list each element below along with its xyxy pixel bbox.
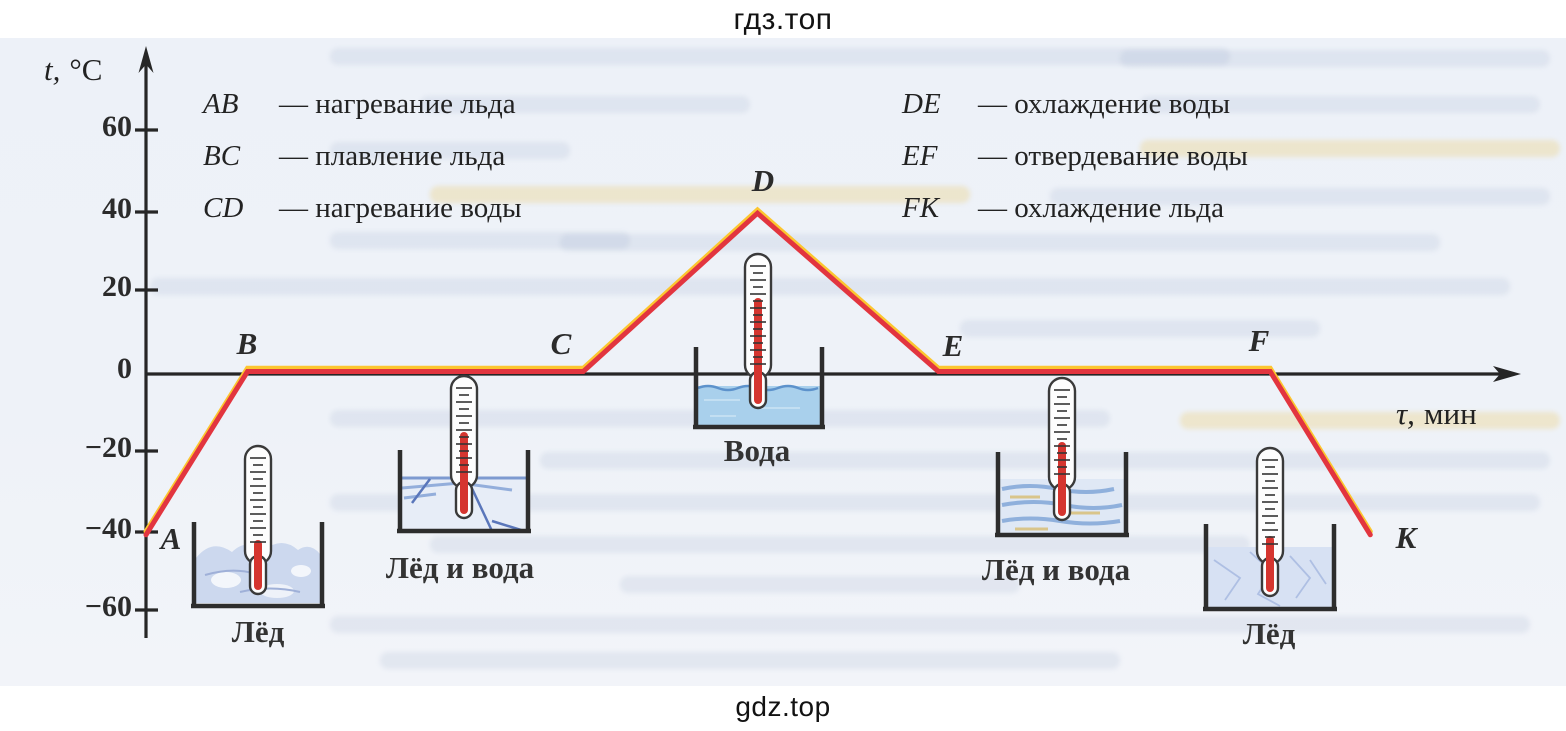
caption-water: Вода [723, 433, 791, 468]
caption-ice-right: Лёд [1242, 616, 1296, 651]
y-tick-20: 20 [102, 270, 132, 303]
y-axis-arrow-icon [138, 46, 154, 73]
y-tick-40: 40 [102, 192, 132, 225]
legend-left: AB — нагревание льда BC — плавление льда… [203, 86, 522, 226]
legend-right: DE — охлаждение воды EF — отвердевание в… [902, 86, 1248, 226]
point-label-a: A [160, 521, 182, 556]
thermometer-1 [243, 444, 273, 596]
y-tick-60: 60 [102, 110, 132, 143]
point-label-e: E [942, 328, 964, 363]
thermometer-4 [1047, 376, 1077, 522]
point-label-d: D [751, 163, 775, 198]
y-axis-label: t, °C [44, 52, 103, 87]
x-axis-arrow-icon [1493, 366, 1521, 382]
y-tick-m60: −60 [84, 590, 132, 623]
caption-ice-left: Лёд [231, 614, 285, 649]
legend-row-cd: CD — нагревание воды [203, 192, 522, 224]
legend-row-de: DE — охлаждение воды [902, 88, 1231, 120]
thermometer-3 [743, 252, 773, 410]
legend-row-fk: FK — охлаждение льда [902, 192, 1225, 224]
legend-row-ab: AB — нагревание льда [203, 88, 516, 120]
y-tick-m40: −40 [84, 512, 132, 545]
caption-ice-water-right: Лёд и вода [981, 552, 1131, 587]
legend-row-ef: EF — отвердевание воды [902, 140, 1248, 172]
y-tick-m20: −20 [84, 431, 132, 464]
y-tick-0: 0 [117, 352, 132, 385]
point-label-f: F [1248, 323, 1270, 358]
thermometer-2 [449, 374, 479, 520]
caption-ice-water-left: Лёд и вода [385, 550, 535, 585]
site-watermark-top: гдз.топ [733, 3, 833, 36]
x-axis-label: τ, мин [1396, 396, 1477, 431]
beaker-ice-water-left [397, 450, 531, 534]
site-watermark-bottom: gdz.top [735, 691, 831, 722]
point-label-b: B [236, 326, 258, 361]
point-label-c: C [550, 326, 572, 361]
point-label-k: K [1395, 520, 1417, 555]
temperature-curve [143, 209, 1373, 538]
legend-row-bc: BC — плавление льда [203, 140, 506, 172]
thermometer-5 [1255, 446, 1285, 598]
